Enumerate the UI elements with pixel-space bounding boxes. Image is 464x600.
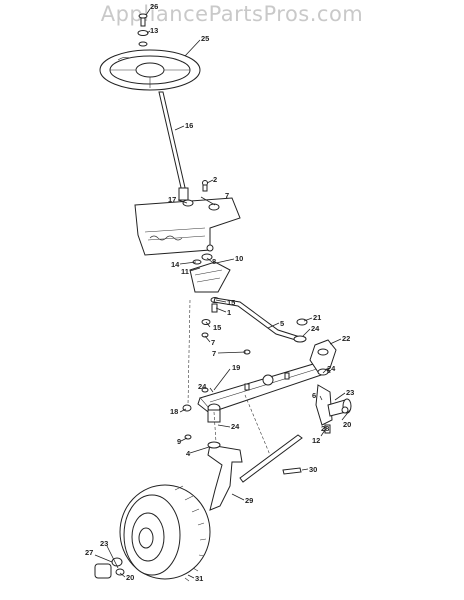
callout-24c: 24 (327, 364, 336, 373)
callout-10: 10 (235, 254, 243, 263)
callout-24b: 24 (198, 382, 207, 391)
steering-wheel (99, 49, 201, 91)
callout-11: 11 (181, 267, 189, 276)
drag-link (213, 297, 308, 343)
callout-23a: 23 (346, 388, 354, 397)
callout-17: 17 (168, 195, 176, 204)
callout-26: 26 (150, 2, 158, 11)
callout-2: 2 (213, 175, 217, 184)
callout-22: 22 (342, 334, 350, 343)
tie-rod (239, 434, 303, 483)
steering-shaft (158, 91, 189, 201)
callout-25: 25 (201, 34, 209, 43)
front-tire (119, 484, 211, 582)
callout-23b: 23 (100, 539, 108, 548)
callout-4: 4 (186, 449, 191, 458)
callout-19: 19 (232, 363, 240, 372)
callout-8: 8 (212, 257, 216, 266)
steering-cap-hardware (137, 13, 149, 47)
callout-24d: 24 (231, 422, 240, 431)
callout-14: 14 (171, 260, 180, 269)
callout-31: 31 (195, 574, 203, 583)
callout-20b: 20 (126, 573, 134, 582)
callout-16: 16 (185, 121, 193, 130)
callout-15a: 15 (227, 298, 235, 307)
callout-24a: 24 (311, 324, 320, 333)
callout-21: 21 (313, 313, 321, 322)
callout-18: 18 (170, 407, 178, 416)
callout-5: 5 (280, 319, 284, 328)
callout-7a: 7 (225, 191, 229, 200)
callout-9: 9 (177, 437, 181, 446)
callout-27: 27 (85, 548, 93, 557)
steering-gear (189, 244, 231, 293)
right-spindle (315, 368, 352, 434)
callout-15b: 15 (213, 323, 221, 332)
axle-bolt (282, 467, 302, 475)
callout-20a: 20 (343, 420, 351, 429)
left-spindle (207, 403, 243, 511)
steering-bracket-plate (134, 180, 241, 256)
callout-7b: 7 (211, 338, 215, 347)
callout-28: 28 (321, 424, 329, 433)
callout-29: 29 (245, 496, 253, 505)
callout-1: 1 (227, 308, 231, 317)
axle-pivot-bracket (309, 339, 337, 373)
callout-12: 12 (312, 436, 320, 445)
callout-6: 6 (312, 391, 316, 400)
leader-lines (94, 8, 351, 579)
callout-30: 30 (309, 465, 317, 474)
callout-13: 13 (150, 26, 158, 35)
callout-7c: 7 (212, 349, 216, 358)
